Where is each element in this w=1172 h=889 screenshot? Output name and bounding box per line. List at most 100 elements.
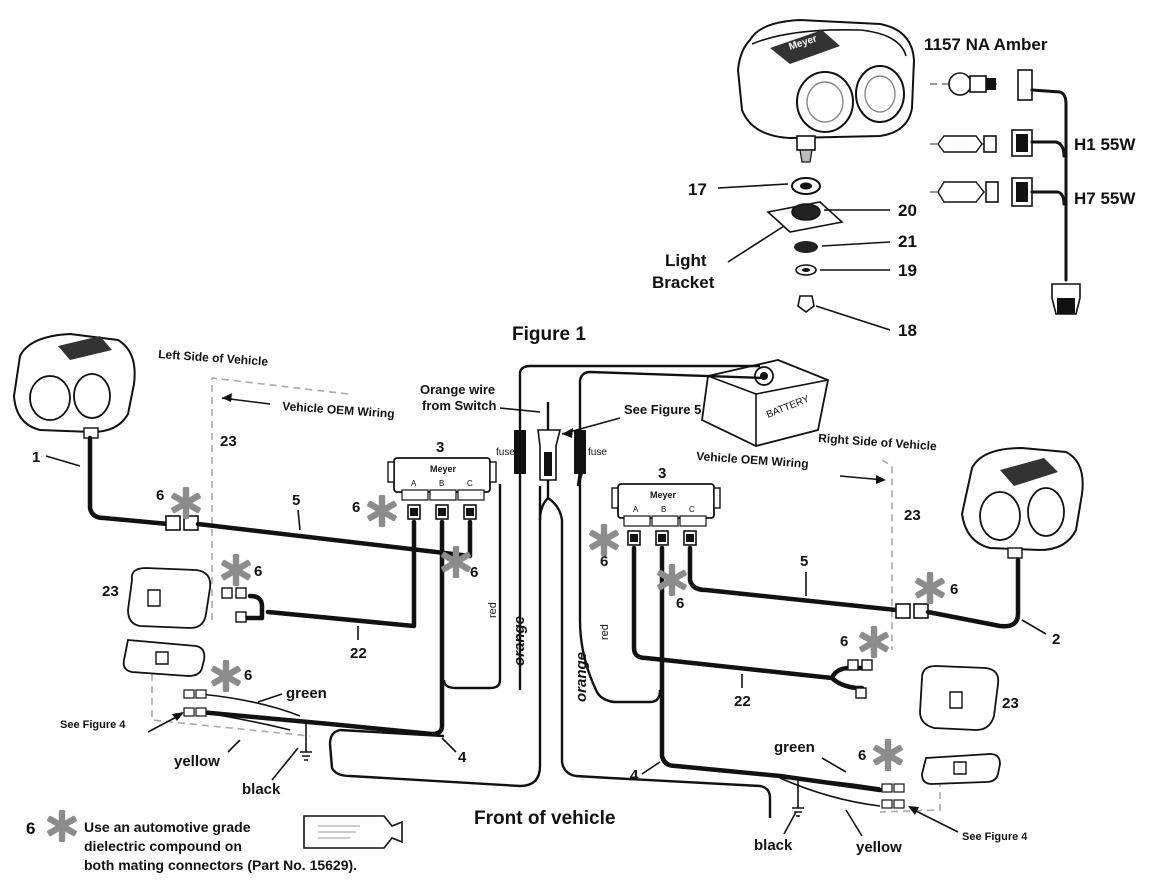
right-oem-boundary [881, 459, 893, 650]
right-oem-label: Vehicle OEM Wiring [696, 449, 809, 471]
right-headlight [960, 446, 1084, 559]
asterisk-icon [872, 739, 904, 771]
left-black-label: black [242, 781, 281, 798]
front-of-vehicle-label: Front of vehicle [474, 808, 615, 829]
callout-6: 6 [244, 667, 252, 684]
callout-4-left: 4 [458, 749, 467, 766]
callout-17: 17 [688, 180, 707, 199]
left-module: Meyer A B C [387, 457, 497, 520]
leader-21 [821, 241, 891, 247]
left-side-label: Left Side of Vehicle [158, 347, 269, 369]
callout-6: 6 [676, 595, 684, 612]
bulb-h7-label: H7 55W [1074, 189, 1136, 208]
see-figure-5-label: See Figure 5 [624, 402, 701, 417]
callout-5-right: 5 [800, 553, 808, 570]
bulb-harness [930, 69, 1081, 315]
left-fuse-label: fuse [496, 447, 515, 458]
right-module-brand: Meyer [650, 490, 677, 500]
bulb-amber-label: 1157 NA Amber [924, 35, 1048, 54]
right-green-label: green [774, 739, 815, 756]
note-number: 6 [26, 819, 35, 838]
callout-6: 6 [470, 564, 478, 581]
left-orange-label: orange [511, 616, 528, 666]
callout-23-lamp-left: 23 [102, 583, 119, 600]
asterisk-icon [366, 495, 398, 527]
right-red-label: red [599, 624, 611, 640]
callout-6: 6 [352, 499, 360, 516]
asterisk-icon [440, 546, 472, 578]
right-oem-lower [879, 780, 941, 813]
right-pin-b: B [661, 505, 666, 514]
callout-21: 21 [898, 232, 917, 251]
right-yellow-label: yellow [856, 839, 902, 856]
callout-6: 6 [254, 563, 262, 580]
callout-3-right: 3 [658, 465, 666, 482]
callout-5-left: 5 [292, 492, 300, 509]
callout-3-left: 3 [436, 439, 444, 456]
callout-18: 18 [898, 321, 917, 340]
asterisk-icon [46, 810, 78, 842]
leader-18 [815, 305, 891, 331]
right-side-label: Right Side of Vehicle [818, 431, 938, 453]
right-module: Meyer A B C [611, 483, 721, 546]
left-marker-lamp [122, 639, 206, 677]
asterisk-icon [210, 660, 242, 692]
right-lamp-23 [919, 665, 1000, 731]
center-switch-feed [499, 402, 621, 780]
right-pin-c: C [689, 505, 695, 514]
left-harness [87, 364, 760, 788]
callout-19: 19 [898, 261, 917, 280]
leader-light-bracket [727, 225, 785, 263]
left-lamp-23 [127, 567, 212, 629]
light-bracket-label-2: Bracket [652, 273, 715, 292]
left-see-figure-4: See Figure 4 [60, 719, 126, 731]
callout-6: 6 [858, 747, 866, 764]
light-bracket-label-1: Light [665, 251, 707, 270]
left-module-brand: Meyer [430, 464, 457, 474]
left-oem-label: Vehicle OEM Wiring [282, 399, 395, 421]
top-headlight-assembly: Meyer [736, 18, 916, 163]
battery: BATTERY [701, 359, 830, 447]
left-red-label: red [487, 602, 499, 618]
left-yellow-label: yellow [174, 753, 220, 770]
callout-23-oem-right: 23 [904, 507, 921, 524]
asterisk-icon [588, 524, 620, 556]
callout-6: 6 [950, 581, 958, 598]
left-oem-boundary [211, 377, 349, 620]
orange-wire-label-2: from Switch [422, 398, 496, 413]
note-line-2: dielectric compound on [84, 838, 242, 854]
left-headlight [12, 332, 136, 439]
right-harness [574, 370, 1021, 818]
callout-1: 1 [32, 449, 40, 466]
asterisk-icon [914, 572, 946, 604]
dielectric-note: 6 Use an automotive grade dielectric com… [26, 815, 403, 873]
callout-2: 2 [1052, 631, 1060, 648]
leader-17 [717, 183, 789, 189]
callout-22-left: 22 [350, 645, 367, 662]
callout-22-right: 22 [734, 693, 751, 710]
callout-6: 6 [600, 553, 608, 570]
bracket-hardware-stack [766, 177, 844, 313]
callout-6: 6 [156, 487, 164, 504]
right-fuse-label: fuse [588, 447, 607, 458]
asterisk-icon [170, 487, 202, 519]
callout-23-lamp-right: 23 [1002, 695, 1019, 712]
right-marker-lamp [921, 753, 1001, 785]
left-green-label: green [286, 685, 327, 702]
figure-title: Figure 1 [512, 324, 586, 345]
note-line-1: Use an automotive grade [84, 819, 251, 835]
left-pin-c: C [467, 479, 473, 488]
callout-23-oem-left: 23 [220, 433, 237, 450]
right-see-figure-4: See Figure 4 [962, 831, 1028, 843]
right-pin-a: A [633, 505, 639, 514]
left-pin-b: B [439, 479, 444, 488]
right-black-label: black [754, 837, 793, 854]
note-line-3: both mating connectors (Part No. 15629). [84, 857, 357, 873]
callout-4-right: 4 [630, 767, 639, 784]
bulb-h1-label: H1 55W [1074, 135, 1136, 154]
left-pin-a: A [411, 479, 417, 488]
callout-20: 20 [898, 201, 917, 220]
callout-6: 6 [840, 633, 848, 650]
right-orange-label: orange [573, 652, 590, 702]
